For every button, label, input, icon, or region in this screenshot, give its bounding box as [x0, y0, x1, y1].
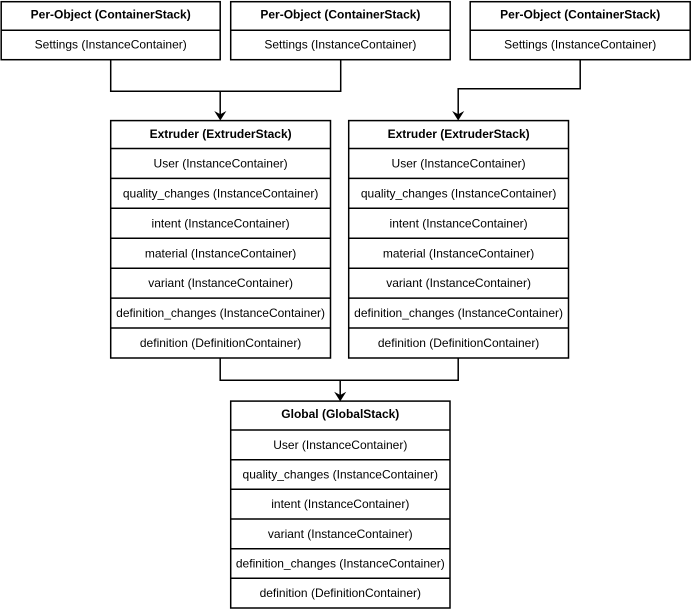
- svg-text:Extruder (ExtruderStack): Extruder (ExtruderStack): [388, 127, 530, 141]
- svg-text:material (InstanceContainer): material (InstanceContainer): [383, 246, 534, 260]
- svg-text:Global (GlobalStack): Global (GlobalStack): [281, 407, 399, 421]
- svg-text:intent (InstanceContainer): intent (InstanceContainer): [390, 216, 528, 230]
- svg-text:definition (DefinitionContaine: definition (DefinitionContainer): [140, 336, 301, 350]
- svg-text:variant (InstanceContainer): variant (InstanceContainer): [386, 276, 531, 290]
- svg-text:definition (DefinitionContaine: definition (DefinitionContainer): [378, 336, 539, 350]
- svg-text:intent (InstanceContainer): intent (InstanceContainer): [271, 497, 409, 511]
- svg-text:definition_changes (InstanceCo: definition_changes (InstanceContainer): [236, 557, 445, 571]
- svg-text:quality_changes (InstanceConta: quality_changes (InstanceContainer): [361, 186, 556, 200]
- svg-text:Per-Object (ContainerStack): Per-Object (ContainerStack): [31, 7, 191, 21]
- svg-text:quality_changes (InstanceConta: quality_changes (InstanceContainer): [243, 468, 438, 482]
- svg-text:Per-Object (ContainerStack): Per-Object (ContainerStack): [500, 7, 660, 21]
- svg-text:User (InstanceContainer): User (InstanceContainer): [392, 157, 526, 171]
- svg-text:definition (DefinitionContaine: definition (DefinitionContainer): [260, 586, 421, 600]
- svg-text:Settings (InstanceContainer): Settings (InstanceContainer): [35, 37, 187, 51]
- svg-text:User (InstanceContainer): User (InstanceContainer): [273, 438, 407, 452]
- svg-text:User (InstanceContainer): User (InstanceContainer): [154, 157, 288, 171]
- svg-text:definition_changes (InstanceCo: definition_changes (InstanceContainer): [116, 306, 325, 320]
- svg-text:Settings (InstanceContainer): Settings (InstanceContainer): [264, 37, 416, 51]
- svg-text:quality_changes (InstanceConta: quality_changes (InstanceContainer): [123, 186, 318, 200]
- svg-text:variant (InstanceContainer): variant (InstanceContainer): [148, 276, 293, 290]
- svg-text:Settings (InstanceContainer): Settings (InstanceContainer): [504, 37, 656, 51]
- svg-text:definition_changes (InstanceCo: definition_changes (InstanceContainer): [354, 306, 563, 320]
- svg-text:Extruder (ExtruderStack): Extruder (ExtruderStack): [150, 127, 292, 141]
- svg-text:Per-Object (ContainerStack): Per-Object (ContainerStack): [260, 7, 420, 21]
- svg-text:variant (InstanceContainer): variant (InstanceContainer): [268, 527, 413, 541]
- svg-text:intent (InstanceContainer): intent (InstanceContainer): [152, 216, 290, 230]
- svg-text:material (InstanceContainer): material (InstanceContainer): [145, 246, 296, 260]
